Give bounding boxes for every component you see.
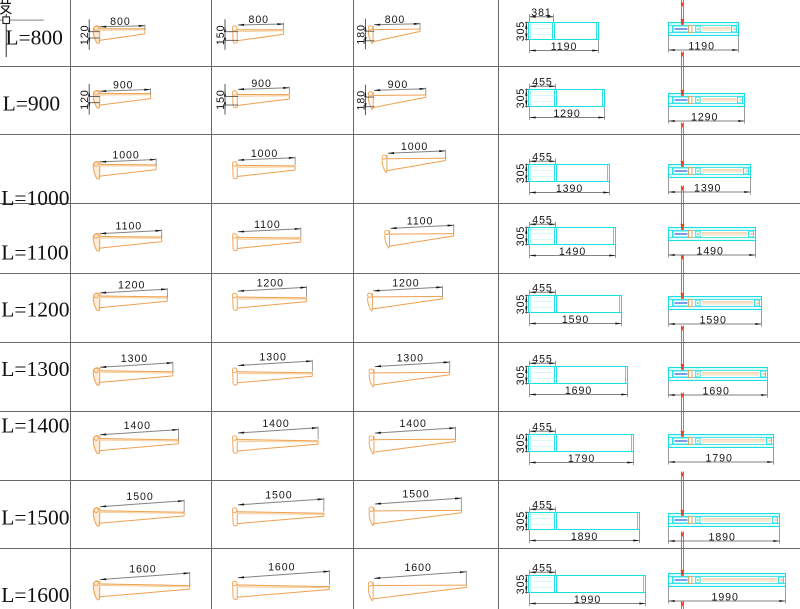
svg-text:L=1300: L=1300 bbox=[1, 357, 69, 381]
svg-text:180: 180 bbox=[355, 24, 367, 45]
svg-text:305: 305 bbox=[515, 21, 527, 42]
svg-text:1290: 1290 bbox=[691, 111, 718, 123]
svg-text:1790: 1790 bbox=[568, 453, 595, 465]
svg-text:150: 150 bbox=[215, 25, 227, 46]
svg-text:900: 900 bbox=[388, 79, 409, 91]
svg-text:455: 455 bbox=[532, 283, 553, 295]
svg-text:800: 800 bbox=[110, 16, 131, 28]
svg-text:1990: 1990 bbox=[574, 594, 601, 606]
svg-text:1300: 1300 bbox=[259, 351, 286, 363]
svg-text:1990: 1990 bbox=[712, 591, 739, 603]
svg-text:1890: 1890 bbox=[571, 531, 598, 543]
svg-text:1000: 1000 bbox=[401, 141, 428, 153]
svg-text:1300: 1300 bbox=[121, 353, 148, 365]
svg-text:1600: 1600 bbox=[129, 563, 156, 575]
svg-text:1190: 1190 bbox=[688, 40, 715, 52]
svg-text:1200: 1200 bbox=[392, 277, 419, 289]
svg-text:1600: 1600 bbox=[404, 562, 431, 574]
svg-text:1000: 1000 bbox=[251, 148, 278, 160]
svg-text:L=800: L=800 bbox=[5, 25, 63, 49]
svg-text:1500: 1500 bbox=[402, 488, 429, 500]
svg-text:1300: 1300 bbox=[397, 352, 424, 364]
svg-text:305: 305 bbox=[515, 294, 527, 315]
svg-text:800: 800 bbox=[385, 14, 406, 26]
svg-text:1200: 1200 bbox=[257, 278, 284, 290]
svg-text:1100: 1100 bbox=[407, 216, 434, 228]
svg-text:455: 455 bbox=[532, 354, 553, 366]
svg-text:180: 180 bbox=[355, 90, 367, 111]
svg-text:455: 455 bbox=[532, 215, 553, 227]
svg-text:L=1200: L=1200 bbox=[1, 297, 69, 321]
svg-text:L=900: L=900 bbox=[3, 92, 61, 116]
svg-text:L=1100: L=1100 bbox=[1, 241, 68, 265]
svg-text:381: 381 bbox=[531, 7, 552, 19]
svg-text:800: 800 bbox=[248, 14, 269, 26]
svg-text:1100: 1100 bbox=[254, 219, 281, 231]
svg-text:1690: 1690 bbox=[703, 385, 730, 397]
svg-text:L=1400: L=1400 bbox=[1, 413, 69, 437]
svg-text:1500: 1500 bbox=[265, 489, 292, 501]
svg-text:455: 455 bbox=[532, 77, 553, 89]
svg-text:1400: 1400 bbox=[399, 418, 426, 430]
svg-text:1400: 1400 bbox=[262, 418, 289, 430]
svg-text:1500: 1500 bbox=[126, 491, 153, 503]
svg-text:1790: 1790 bbox=[706, 452, 733, 464]
svg-text:1690: 1690 bbox=[565, 385, 592, 397]
svg-text:305: 305 bbox=[515, 88, 527, 109]
svg-text:L=1500: L=1500 bbox=[1, 506, 69, 530]
svg-text:120: 120 bbox=[79, 89, 91, 110]
svg-text:1290: 1290 bbox=[553, 108, 580, 120]
svg-text:L=1600: L=1600 bbox=[1, 583, 69, 607]
svg-text:1590: 1590 bbox=[562, 314, 589, 326]
svg-text:455: 455 bbox=[532, 563, 553, 575]
svg-text:455: 455 bbox=[532, 422, 553, 434]
svg-text:1390: 1390 bbox=[694, 182, 721, 194]
svg-text:1490: 1490 bbox=[559, 246, 586, 258]
svg-text:1190: 1190 bbox=[551, 41, 578, 53]
svg-text:1590: 1590 bbox=[700, 314, 727, 326]
svg-text:150: 150 bbox=[215, 89, 227, 110]
svg-text:1400: 1400 bbox=[124, 420, 151, 432]
svg-text:305: 305 bbox=[515, 163, 527, 184]
svg-text:1600: 1600 bbox=[268, 561, 295, 573]
svg-text:305: 305 bbox=[515, 574, 527, 595]
svg-text:1390: 1390 bbox=[556, 183, 583, 195]
svg-text:1490: 1490 bbox=[697, 245, 724, 257]
svg-text:305: 305 bbox=[515, 226, 527, 247]
svg-text:900: 900 bbox=[113, 80, 134, 92]
svg-text:455: 455 bbox=[532, 500, 553, 512]
svg-text:L=1000: L=1000 bbox=[1, 186, 69, 210]
svg-text:900: 900 bbox=[251, 78, 272, 90]
svg-text:120: 120 bbox=[79, 25, 91, 46]
svg-text:305: 305 bbox=[515, 365, 527, 386]
svg-text:1000: 1000 bbox=[112, 150, 139, 162]
svg-text:455: 455 bbox=[532, 152, 553, 164]
svg-text:305: 305 bbox=[515, 511, 527, 532]
svg-text:1200: 1200 bbox=[118, 279, 145, 291]
svg-text:1890: 1890 bbox=[709, 531, 736, 543]
svg-text:305: 305 bbox=[515, 433, 527, 454]
svg-text:1100: 1100 bbox=[116, 221, 143, 233]
